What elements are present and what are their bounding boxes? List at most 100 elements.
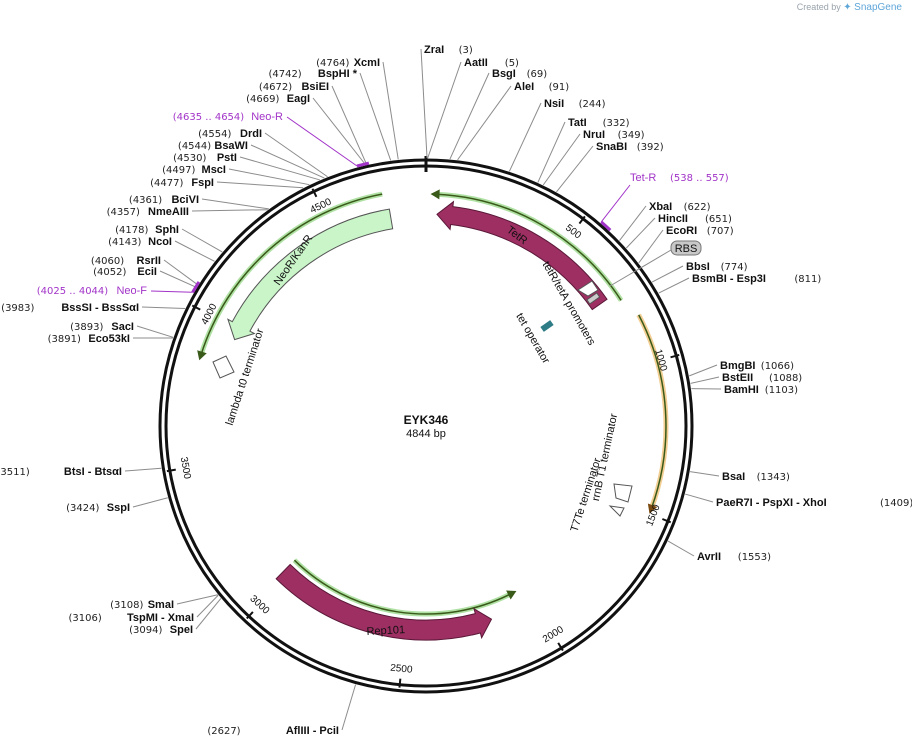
- enzyme-site[interactable]: PstI(4530): [173, 152, 320, 181]
- enzyme-site[interactable]: EcoRI(707): [638, 225, 734, 264]
- enzyme-site[interactable]: SmaI(3108): [110, 594, 218, 611]
- enzyme-site[interactable]: BstEII(1088): [690, 372, 803, 384]
- enzyme-name: BciVI: [171, 194, 199, 206]
- enzyme-position: (3108): [110, 600, 143, 611]
- enzyme-site[interactable]: BsiEI(4672): [259, 81, 368, 165]
- enzyme-position: (4178): [115, 225, 148, 236]
- enzyme-site[interactable]: BbsI(774): [651, 261, 748, 283]
- tet-operator-icon: [540, 320, 554, 332]
- enzyme-site[interactable]: NsiI(244): [508, 98, 606, 172]
- promoter-arrow-icon: [577, 280, 599, 297]
- enzyme-name: AflIII - PciI: [286, 725, 339, 737]
- tick-mark: [557, 642, 564, 652]
- enzyme-position: (4143): [108, 237, 141, 248]
- enzyme-site[interactable]: SspI(3424): [66, 497, 168, 514]
- tetr-cds-arrow: [436, 200, 608, 311]
- enzyme-site[interactable]: BciVI(4361): [129, 194, 269, 210]
- primer-bind-mark: [356, 161, 370, 168]
- orange-orf-arc: [638, 314, 667, 509]
- brand-name: SnapGene: [854, 2, 902, 13]
- tick-label: 2000: [541, 624, 566, 645]
- enzyme-name: EciI: [137, 266, 157, 278]
- enzyme-leader: [382, 61, 399, 160]
- lambda-terminator-label: lambda t0 terminator: [224, 327, 267, 427]
- enzyme-site[interactable]: AvrII(1553): [667, 540, 771, 563]
- orange-orf-arc-glow: [636, 313, 669, 509]
- enzyme-site[interactable]: NcoI(4143): [108, 236, 215, 262]
- enzyme-name: BsaI: [722, 471, 745, 483]
- enzyme-site[interactable]: FspI (4477): [150, 177, 304, 189]
- primer-name: Tet-R: [630, 172, 656, 184]
- enzyme-site[interactable]: NruI(349): [542, 129, 645, 186]
- enzyme-site[interactable]: NmeAIII(4357): [107, 206, 268, 218]
- enzyme-site[interactable]: AatII(5): [427, 57, 519, 159]
- center-title: EYK346 4844 bp: [404, 413, 449, 440]
- enzyme-name: BbsI: [686, 261, 710, 273]
- tetr-orf-arrowhead: [430, 189, 440, 200]
- enzyme-name: MscI: [202, 164, 226, 176]
- enzyme-position: (811): [794, 274, 821, 285]
- primer-bind-mark: [600, 220, 612, 232]
- enzyme-site[interactable]: RsrII(4060): [91, 255, 199, 286]
- enzyme-leader: [132, 497, 168, 508]
- enzyme-name: ZraI: [424, 44, 444, 56]
- primer-leader: [286, 116, 358, 167]
- enzyme-position: (1066): [761, 361, 794, 372]
- enzyme-site[interactable]: DrdI(4554): [198, 128, 328, 178]
- enzyme-site[interactable]: PaeR7I - PspXI - XhoI(1409): [685, 493, 912, 509]
- enzyme-leader: [625, 217, 656, 249]
- enzyme-site[interactable]: BsmBI - Esp3I(811): [658, 273, 822, 294]
- enzyme-site[interactable]: BamHI(1103): [691, 384, 798, 396]
- enzyme-site[interactable]: SnaBI(392): [556, 141, 664, 193]
- enzyme-name: BtsI - BtsαI: [64, 466, 122, 478]
- enzyme-position: (3891): [48, 334, 81, 345]
- enzyme-site[interactable]: BsaWI(4544): [178, 140, 325, 179]
- enzyme-position: (4544): [178, 141, 211, 152]
- enzyme-site[interactable]: SphI(4178): [115, 224, 223, 253]
- rbs-label: RBS: [675, 243, 698, 255]
- enzyme-name: BspHI *: [318, 68, 358, 80]
- snapgene-credit: Created by ✦ SnapGene: [797, 2, 902, 13]
- enzyme-site[interactable]: XcmI(4764): [316, 57, 399, 160]
- enzyme-position: (4357): [107, 207, 140, 218]
- enzyme-name: PaeR7I - PspXI - XhoI: [716, 497, 827, 509]
- rbs-leader: [609, 249, 672, 287]
- enzyme-site[interactable]: BsgI(69): [449, 68, 547, 160]
- enzyme-leader: [667, 540, 695, 557]
- enzyme-site[interactable]: XbaI(622): [619, 201, 711, 241]
- enzyme-leader: [508, 102, 542, 172]
- enzyme-site[interactable]: HincII(651): [625, 213, 732, 249]
- enzyme-site[interactable]: TspMI - XmaI(3106): [68, 594, 219, 624]
- rep101-orf-arrowhead: [506, 590, 517, 600]
- enzyme-name: FspI: [191, 177, 214, 189]
- enzyme-site[interactable]: BssSI - BssSαI(3983): [1, 302, 186, 314]
- primer[interactable]: Neo-R(4635 .. 4654): [173, 111, 370, 168]
- enzyme-site[interactable]: BspHI *(4742): [268, 68, 392, 161]
- enzyme-site[interactable]: BtsI - BtsαI (3511): [0, 466, 162, 478]
- enzyme-site[interactable]: AflIII - PciI(2627): [207, 684, 357, 737]
- enzyme-name: SacI: [111, 321, 134, 333]
- enzyme-site[interactable]: BmgBI(1066): [689, 360, 794, 377]
- enzyme-position: (3511): [0, 467, 30, 478]
- enzyme-site[interactable]: TatI(332): [537, 117, 630, 183]
- enzyme-site[interactable]: EciI (4052): [93, 266, 197, 288]
- enzyme-site[interactable]: EagI(4669): [246, 93, 367, 166]
- enzyme-site[interactable]: AleI(91): [457, 81, 570, 161]
- enzyme-leader: [250, 144, 325, 179]
- enzyme-position: (244): [579, 99, 606, 110]
- primer[interactable]: Neo-F(4025 .. 4044): [37, 281, 201, 297]
- enzyme-site[interactable]: SacI(3893): [70, 321, 174, 338]
- enzyme-position: (4052): [93, 267, 126, 278]
- enzyme-position: (4477): [150, 178, 183, 189]
- enzyme-name: DrdI: [240, 128, 262, 140]
- enzyme-name: TatI: [568, 117, 587, 129]
- enzyme-site[interactable]: MscI(4497): [162, 164, 310, 186]
- enzyme-name: PstI: [217, 152, 237, 164]
- enzyme-leader: [685, 493, 714, 503]
- enzyme-site[interactable]: Eco53kI(3891): [48, 333, 173, 345]
- enzyme-site[interactable]: SpeI(3094): [129, 598, 222, 636]
- enzyme-site[interactable]: ZraI(3): [420, 44, 473, 159]
- enzyme-site[interactable]: BsaI(1343): [690, 471, 790, 483]
- enzyme-position: (4672): [259, 82, 292, 93]
- primer[interactable]: Tet-R(538 .. 557): [600, 172, 729, 232]
